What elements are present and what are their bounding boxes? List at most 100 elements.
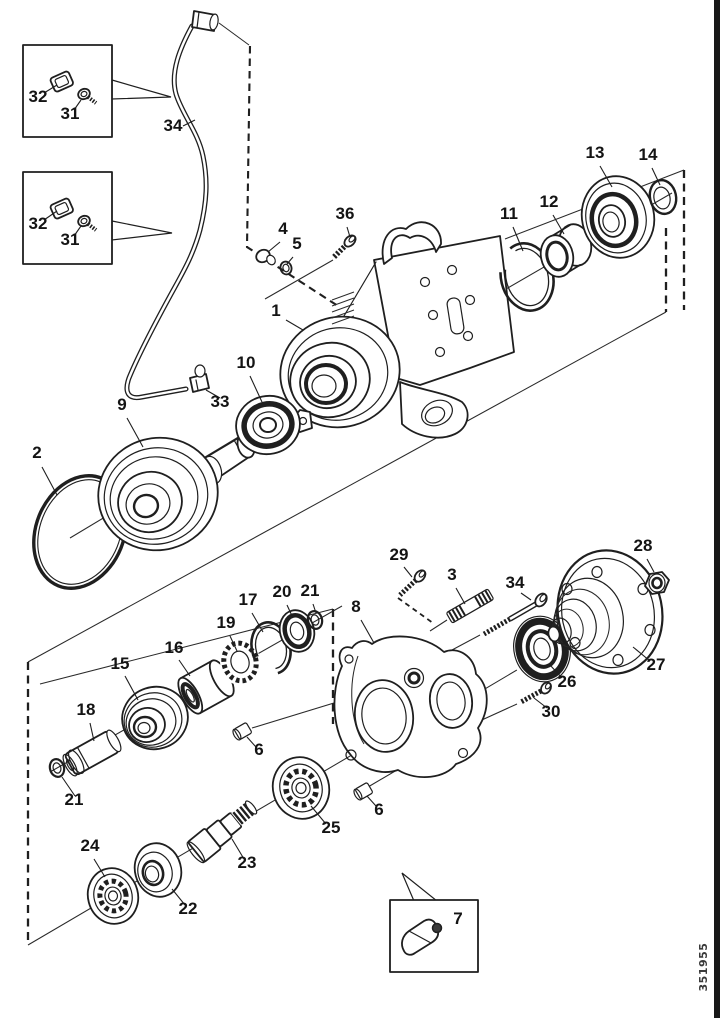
part-label-30: 30 bbox=[542, 702, 561, 721]
part-leader-27 bbox=[632, 646, 651, 662]
part-leader-8 bbox=[360, 619, 375, 644]
part-leader-2 bbox=[41, 466, 58, 496]
part-label-4: 4 bbox=[278, 219, 288, 238]
part-label-2: 2 bbox=[32, 443, 41, 462]
part-leader-33 bbox=[205, 389, 221, 399]
reference-frames bbox=[26, 170, 686, 944]
bolt-icon bbox=[77, 87, 91, 101]
part-leader-32 bbox=[43, 210, 58, 221]
pipe-end-fitting bbox=[191, 10, 219, 32]
part-6-plug-b bbox=[353, 782, 373, 801]
part-leader-25 bbox=[310, 805, 327, 825]
part-30-bolt bbox=[519, 681, 552, 706]
part-leader-18 bbox=[89, 722, 95, 742]
part-label-21: 21 bbox=[65, 790, 84, 809]
bolt-icon bbox=[77, 214, 91, 228]
part-leader-11 bbox=[512, 226, 524, 252]
part-label-24: 24 bbox=[81, 836, 100, 855]
part-leader-12 bbox=[552, 214, 565, 235]
part-16-bearing bbox=[177, 659, 235, 715]
part-19-lock-washer bbox=[220, 639, 260, 685]
part-24-bearing bbox=[86, 867, 140, 925]
part-label-22: 22 bbox=[179, 899, 198, 918]
part-label-34: 34 bbox=[164, 116, 183, 135]
part-4-fitting bbox=[255, 248, 276, 266]
part-label-29: 29 bbox=[390, 545, 409, 564]
part-label-10: 10 bbox=[237, 353, 256, 372]
part-label-15: 15 bbox=[111, 654, 130, 673]
part-leader-26 bbox=[549, 664, 563, 679]
part-leader-31 bbox=[73, 99, 82, 111]
clamp-callout-box-1 bbox=[22, 44, 172, 138]
part-leader-30 bbox=[533, 697, 548, 709]
part-label-26: 26 bbox=[558, 672, 577, 691]
housing-handle bbox=[381, 221, 442, 265]
housing-bore-left bbox=[353, 679, 415, 753]
part-34-bolt bbox=[482, 592, 548, 638]
part-label-7: 7 bbox=[453, 909, 462, 928]
part-leader-29 bbox=[403, 566, 413, 578]
part-21-ring-upper bbox=[306, 610, 324, 630]
part-3-stud bbox=[446, 588, 494, 624]
part-label-28: 28 bbox=[634, 536, 653, 555]
part-label-9: 9 bbox=[117, 395, 126, 414]
part-label-13: 13 bbox=[586, 143, 605, 162]
part-15-pulley bbox=[121, 685, 189, 751]
wedge-callout-box-7 bbox=[389, 872, 479, 973]
part-leader-22 bbox=[171, 888, 186, 906]
scan-edge-right bbox=[714, 0, 720, 1018]
part-leader-23 bbox=[231, 838, 245, 860]
part-23-shaft bbox=[186, 800, 258, 864]
figure-number: 351955 bbox=[697, 943, 710, 992]
part-leader-6 bbox=[246, 736, 257, 748]
part-27-hub-flange bbox=[547, 549, 664, 675]
part-label-1: 1 bbox=[271, 301, 280, 320]
housing-rib-hatch bbox=[331, 291, 355, 325]
callout-pointer bbox=[111, 220, 173, 241]
part-leader-10 bbox=[249, 375, 263, 403]
part-label-36: 36 bbox=[336, 204, 355, 223]
part-label-3: 3 bbox=[447, 565, 456, 584]
part-leader-13 bbox=[599, 165, 613, 188]
part-leader-5 bbox=[286, 256, 294, 265]
part-14-ring bbox=[648, 178, 678, 216]
callout-box bbox=[22, 171, 113, 265]
part-9-pulley-shaft bbox=[97, 433, 256, 552]
part-34-pipe bbox=[124, 10, 219, 401]
part-leader-34 bbox=[520, 592, 532, 601]
part-label-25: 25 bbox=[322, 818, 341, 837]
part-label-5: 5 bbox=[292, 234, 301, 253]
part-leader-21 bbox=[61, 776, 76, 797]
part-label-8: 8 bbox=[351, 597, 360, 616]
part-label-19: 19 bbox=[217, 613, 236, 632]
part-leader-31 bbox=[73, 225, 82, 237]
part-21-ring-lower bbox=[48, 758, 66, 778]
part-18-spacer bbox=[62, 729, 122, 777]
part-6-plug-a bbox=[232, 722, 252, 741]
part-33-fitting bbox=[189, 364, 210, 393]
part-12-bushing bbox=[539, 223, 593, 278]
part-leader-4 bbox=[267, 241, 281, 253]
part-8-housing bbox=[333, 635, 488, 778]
part-leader-16 bbox=[178, 659, 191, 677]
part-leader-9 bbox=[126, 417, 144, 448]
part-leader-19 bbox=[229, 635, 238, 652]
part-leader-34 bbox=[182, 119, 196, 127]
part-leader-14 bbox=[651, 167, 661, 186]
part-leader-36 bbox=[346, 226, 351, 238]
part-label-32: 32 bbox=[29, 87, 48, 106]
part-label-23: 23 bbox=[238, 853, 257, 872]
part-label-33: 33 bbox=[211, 392, 230, 411]
part-label-32: 32 bbox=[29, 214, 48, 233]
part-label-31: 31 bbox=[61, 104, 80, 123]
part-label-34: 34 bbox=[506, 573, 525, 592]
clamp-callout-box-2 bbox=[22, 171, 173, 265]
part-leader-32 bbox=[43, 84, 58, 94]
part-25-bearing bbox=[271, 756, 331, 820]
part-36-bolt bbox=[330, 234, 357, 261]
part-20-bearing-ring bbox=[278, 609, 316, 653]
part-leader-28 bbox=[646, 558, 655, 573]
part-leader-17 bbox=[251, 612, 264, 633]
part-label-31: 31 bbox=[61, 230, 80, 249]
